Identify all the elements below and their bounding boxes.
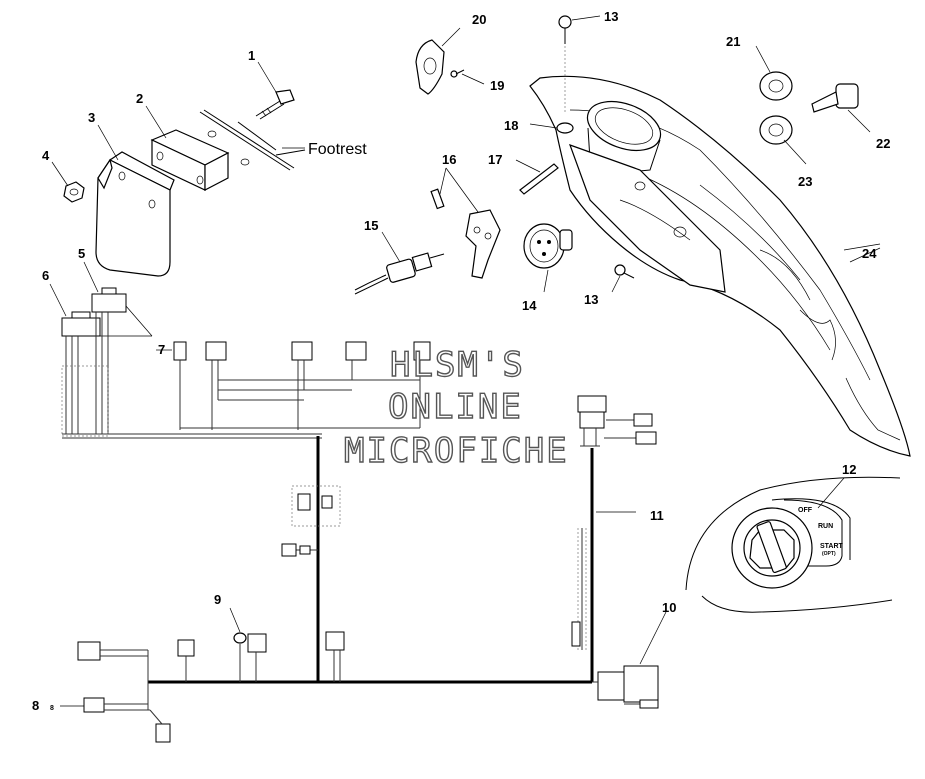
bracket-part-20 [415, 27, 461, 95]
callout-16: 16 [442, 152, 456, 167]
connector-part-9 [177, 607, 267, 682]
connector-part-8 [60, 641, 171, 743]
ignition-start-label: START [820, 543, 844, 550]
footrest-line [203, 109, 295, 169]
screw-part-13-lower [614, 264, 635, 279]
callouts: 1 2 3 4 5 6 7 8 8 9 10 11 12 13 13 14 15… [32, 9, 890, 713]
grommet-part-23 [759, 115, 807, 165]
watermark-line-2: ONLINE [388, 387, 523, 427]
callout-6: 6 [42, 268, 49, 283]
callout-21: 21 [726, 34, 740, 49]
lever-part-16 [465, 209, 501, 279]
callout-8-small: 8 [50, 705, 54, 712]
grommet-part-21 [755, 45, 793, 101]
ignition-panel-detail [685, 476, 901, 613]
ignition-start-opt-label: (OPT) [822, 551, 836, 557]
callout-19: 19 [490, 78, 504, 93]
sensor-part-15 [354, 252, 445, 295]
connector-row-part-7 [156, 341, 431, 430]
callout-2: 2 [136, 91, 143, 106]
screw-part-19 [450, 69, 485, 85]
clip-part-17 [519, 163, 559, 195]
ignition-run-label: RUN [818, 523, 833, 530]
watermark: HLSM'S ONLINE MICROFICHE [343, 344, 569, 471]
console-housing-part-24 [529, 75, 911, 457]
bolt-part-1 [255, 89, 295, 120]
footrest-assembly [51, 61, 306, 277]
callout-15: 15 [364, 218, 378, 233]
callout-9: 9 [214, 592, 221, 607]
callout-4: 4 [42, 148, 50, 163]
wiring-harness [148, 436, 600, 684]
key-part-22 [811, 83, 871, 133]
callout-24: 24 [862, 246, 877, 261]
callout-20: 20 [472, 12, 486, 27]
callout-22: 22 [876, 136, 890, 151]
callout-12: 12 [842, 462, 856, 477]
harness-branch-part-11 [571, 395, 657, 650]
callout-8: 8 [32, 698, 39, 713]
callout-13-upper: 13 [604, 9, 618, 24]
callout-1: 1 [248, 48, 255, 63]
connector-part-10 [592, 611, 667, 709]
connector-part-6 [49, 283, 101, 337]
callout-3: 3 [88, 110, 95, 125]
watermark-line-3: MICROFICHE [344, 431, 569, 471]
washer-part-18 [529, 122, 574, 134]
callout-17: 17 [488, 152, 502, 167]
screw-part-13-upper [558, 15, 601, 112]
watermark-line-1: HLSM'S [390, 345, 525, 385]
pin-part-16 [430, 188, 445, 210]
callout-18: 18 [504, 118, 518, 133]
footrest-pad-part-3 [95, 151, 175, 277]
ignition-switch-part-14 [523, 223, 573, 269]
callout-10: 10 [662, 600, 676, 615]
footrest-label: Footrest [308, 141, 367, 158]
wire-bundle-left [61, 312, 322, 439]
callout-14: 14 [522, 298, 537, 313]
callout-23: 23 [798, 174, 812, 189]
switch-components [354, 159, 635, 295]
callout-5: 5 [78, 246, 85, 261]
callout-11: 11 [650, 508, 664, 523]
spacer-block-part-2 [150, 129, 250, 191]
callout-7: 7 [158, 342, 165, 357]
footrest-line [199, 111, 291, 171]
connector-part-5 [83, 261, 127, 313]
callout-13-lower: 13 [584, 292, 598, 307]
nut-part-4 [63, 181, 85, 203]
ignition-off-label: OFF [798, 507, 813, 514]
